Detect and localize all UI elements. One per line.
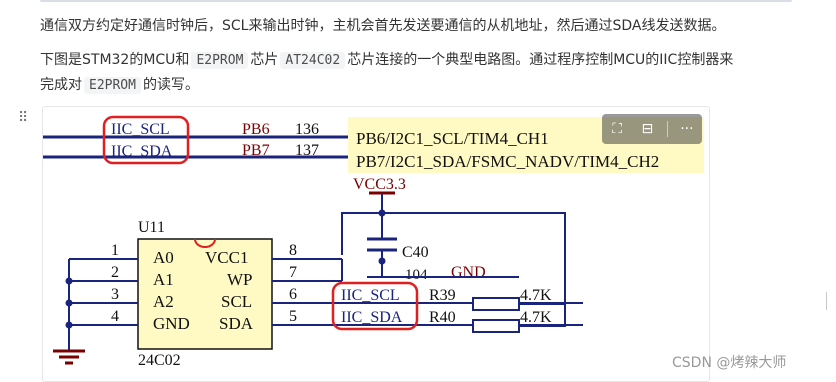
watermark: CSDN @烤辣大师 [672, 355, 787, 371]
inline-code-e2prom-2: E2PROM [84, 77, 141, 94]
paragraph-2-text-a: 下图是STM32的MCU和 [40, 52, 190, 68]
vcc-label: VCC3.3 [353, 176, 406, 193]
pin-pb6-num: 136 [295, 121, 319, 138]
cap-value: 104 [405, 267, 428, 283]
expand-icon[interactable]: ⛶ [612, 121, 623, 137]
paragraph-2-text-d: 完成对 [40, 77, 82, 93]
r2-name: R40 [429, 309, 456, 326]
chip-right-pin-num-8: 8 [289, 242, 297, 259]
circuit-image: IIC_SCL IIC_SDA PB6 136 PB7 137 PB6/I2C1… [42, 106, 710, 382]
paragraph-2-text-e: 的读写。 [142, 77, 199, 93]
chip-net-sda: IIC_SDA [341, 309, 403, 326]
chip-part: 24C02 [138, 352, 181, 369]
chip-notch [194, 238, 216, 248]
junction-cap [378, 257, 386, 265]
junction-pin-4 [65, 321, 73, 329]
top-divider [40, 0, 792, 2]
r1-name: R39 [429, 287, 456, 304]
pin-pb7: PB7 [242, 142, 270, 159]
inline-code-at24c02: AT24C02 [280, 52, 346, 69]
pin-pb7-num: 137 [295, 142, 319, 159]
paragraph-1: 通信双方约定好通信时钟后，SCL来输出时钟，主机会首先发送要通信的从机地址，然后… [40, 14, 725, 38]
junction-pin-2 [65, 277, 73, 285]
chip-right-pin-num-5: 5 [289, 308, 297, 325]
paragraph-2-text-c: 芯片连接的一个典型电路图。通过程序控制MCU的IIC控制器来 [347, 52, 734, 68]
paragraph-2-text-b: 芯片 [250, 52, 279, 68]
mcu-function-pb6: PB6/I2C1_SCL/TIM4_CH1 [356, 129, 549, 148]
highlight-mcu-bus [102, 115, 190, 165]
chip-ref: U11 [138, 219, 165, 236]
vcc-rail [341, 212, 566, 302]
chip-right-pin-name-8: VCC1 [205, 248, 248, 267]
circuit-diagram: IIC_SCL IIC_SDA PB6 136 PB7 137 PB6/I2C1… [43, 115, 704, 369]
chip-right-pin-num-7: 7 [289, 264, 297, 281]
chip-left-pin-name-4: GND [153, 314, 190, 333]
r2-value: 4.7K [520, 309, 552, 326]
chip-left-pin-num-4: 4 [111, 308, 119, 325]
chip-left-pin-name-1: A0 [153, 248, 174, 267]
chip-left-pin-name-2: A1 [153, 270, 174, 289]
more-icon[interactable]: ··· [680, 121, 694, 137]
scroll-indicator [826, 292, 827, 310]
eeprom-chip-body [137, 238, 273, 350]
resistor-r39 [472, 297, 520, 311]
chip-left-pin-num-1: 1 [111, 242, 119, 259]
gnd-label: GND [451, 264, 486, 281]
chip-left-pin-name-3: A2 [153, 292, 174, 311]
inline-code-e2prom: E2PROM [191, 52, 249, 69]
chip-left-pin-num-2: 2 [111, 264, 119, 281]
toolbar-divider [666, 121, 668, 137]
drag-handle-icon[interactable]: ⠿ [18, 110, 28, 126]
bus-label-scl: IIC_SCL [111, 121, 170, 138]
junction-pin-3 [65, 299, 73, 307]
chip-left-pin-num-3: 3 [111, 286, 119, 303]
image-toolbar: ⛶ ⊟ ··· [602, 114, 702, 144]
bus-label-sda: IIC_SDA [111, 143, 173, 160]
cap-name: C40 [402, 244, 429, 261]
pin-pb6: PB6 [242, 121, 270, 138]
mcu-function-pb7: PB7/I2C1_SDA/FSMC_NADV/TIM4_CH2 [356, 152, 659, 171]
ocr-text-icon[interactable]: ⊟ [641, 121, 654, 137]
resistor-r40 [472, 319, 520, 333]
chip-right-pin-name-6: SCL [221, 292, 252, 311]
highlight-chip-bus [331, 281, 419, 331]
r1-value: 4.7K [520, 287, 552, 304]
chip-right-pin-num-6: 6 [289, 286, 297, 303]
chip-right-pin-name-7: WP [227, 270, 253, 289]
paragraph-1-text: 通信双方约定好通信时钟后，SCL来输出时钟，主机会首先发送要通信的从机地址，然后… [40, 18, 726, 34]
chip-right-pin-name-5: SDA [219, 314, 254, 333]
chip-net-scl: IIC_SCL [341, 287, 400, 304]
